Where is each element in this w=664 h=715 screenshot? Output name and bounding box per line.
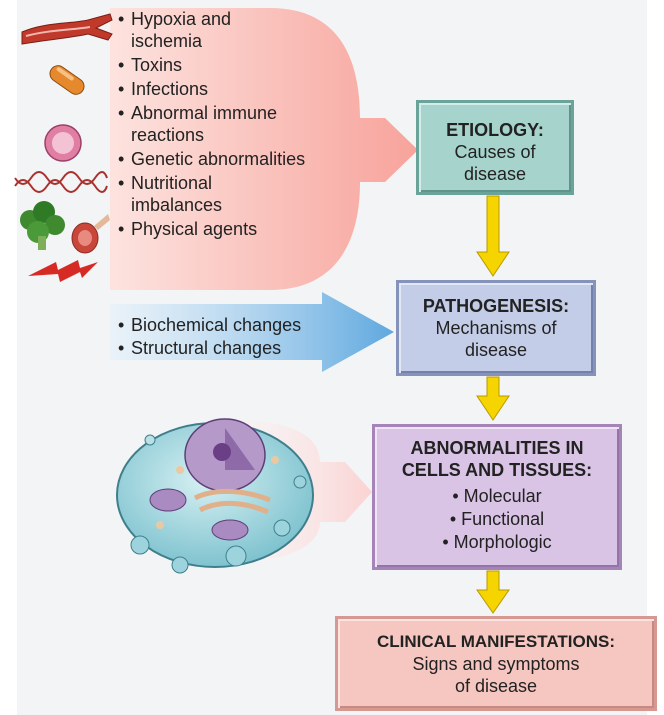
mechanisms-list: Biochemical changes Structural changes — [118, 314, 301, 360]
abnormalities-title-line1: ABNORMALITIES IN — [410, 438, 584, 458]
cause-genetic: Genetic abnormalities — [118, 148, 348, 170]
etiology-line2: disease — [463, 164, 527, 184]
cause-physical: Physical agents — [118, 218, 348, 240]
abnormality-functional: • Functional — [449, 509, 545, 529]
food-icon — [20, 201, 110, 254]
abnormality-molecular: • Molecular — [452, 486, 542, 506]
etiology-box: ETIOLOGY: Causes of disease — [416, 100, 574, 195]
immune-cell-icon — [44, 124, 82, 162]
abnormalities-box: ABNORMALITIES IN CELLS AND TISSUES: • Mo… — [372, 424, 622, 570]
lightning-icon — [28, 260, 98, 282]
dna-helix-icon — [14, 171, 108, 193]
etiology-title: ETIOLOGY: — [446, 120, 544, 140]
clinical-line1: Signs and symptoms — [412, 654, 580, 674]
clinical-box: CLINICAL MANIFESTATIONS: Signs and sympt… — [335, 616, 657, 711]
yellow-arrows — [476, 195, 510, 614]
pathogenesis-title: PATHOGENESIS: — [422, 296, 570, 316]
cause-infections: Infections — [118, 78, 348, 100]
toxin-capsule-icon — [49, 65, 85, 95]
abnormality-morphologic: • Morphologic — [442, 532, 552, 552]
abnormalities-list: • Molecular • Functional • Morphologic — [375, 485, 619, 554]
cause-nutritional: Nutritional imbalances — [118, 172, 261, 216]
cause-immune: Abnormal immune reactions — [118, 102, 321, 146]
etiology-line1: Causes of — [454, 142, 536, 162]
clinical-title: CLINICAL MANIFESTATIONS: — [377, 632, 615, 651]
abnormalities-title-line2: CELLS AND TISSUES: — [401, 460, 593, 480]
pathogenesis-line1: Mechanisms of — [435, 318, 557, 338]
pathogenesis-line2: disease — [464, 340, 528, 360]
pathogenesis-box: PATHOGENESIS: Mechanisms of disease — [396, 280, 596, 376]
clinical-line2: of disease — [454, 676, 538, 696]
blood-vessel-icon — [21, 13, 113, 45]
cause-toxins: Toxins — [118, 54, 348, 76]
mechanism-structural: Structural changes — [118, 337, 301, 360]
mechanism-biochemical: Biochemical changes — [118, 314, 301, 337]
causes-list: Hypoxia and ischemia Toxins Infections A… — [118, 8, 348, 242]
cause-hypoxia: Hypoxia and ischemia — [118, 8, 281, 52]
cell-illustration — [116, 418, 314, 574]
